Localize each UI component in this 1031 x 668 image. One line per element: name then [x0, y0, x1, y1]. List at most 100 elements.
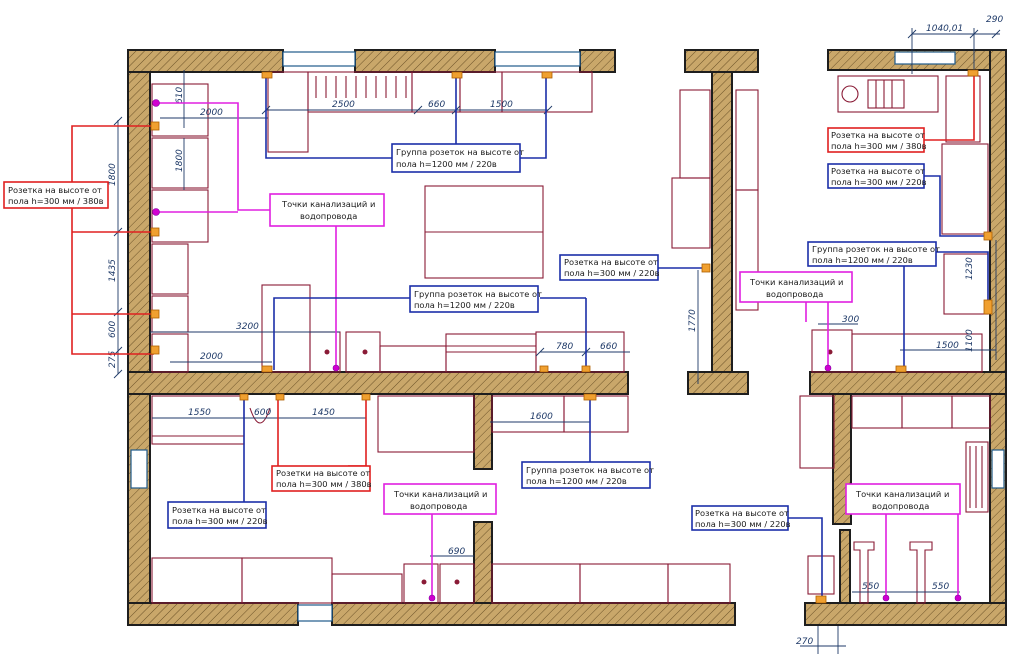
socket-icon [150, 345, 160, 355]
low-unit-a [151, 395, 245, 445]
svg-text:водопровода: водопровода [300, 211, 357, 221]
svg-text:водопровода: водопровода [410, 501, 467, 511]
svg-text:Группа розеток на высоте от: Группа розеток на высоте от [396, 147, 524, 157]
dim-780: 780 [556, 342, 573, 352]
wall-right-stub [839, 529, 851, 604]
label-socket-380-left: Розетка на высоте от пола h=300 мм / 380… [3, 181, 109, 209]
dim-1550: 1550 [188, 408, 211, 418]
drains [152, 99, 962, 602]
svg-text:пола h=300 мм / 380в: пола h=300 мм / 380в [8, 196, 104, 206]
socket-icon [239, 393, 249, 401]
windows [130, 51, 1005, 622]
dim-1230: 1230 [965, 257, 975, 280]
wall-stub-b [473, 521, 493, 604]
dim-550-b: 550 [932, 582, 949, 592]
window-1 [282, 51, 356, 67]
lr-unit-d [951, 395, 991, 429]
svg-text:пола h=1200 мм / 220в: пола h=1200 мм / 220в [414, 300, 515, 310]
furniture-lower [151, 395, 731, 604]
socket-icon [983, 231, 993, 241]
svg-text:пола h=300 мм / 220в: пола h=300 мм / 220в [695, 519, 791, 529]
wall-bottom-a [127, 602, 299, 626]
svg-text:Группа розеток на высоте от: Группа розеток на высоте от [526, 465, 654, 475]
lr-unit-b [851, 395, 903, 429]
socket-icon [150, 121, 160, 131]
socket-icon [451, 71, 463, 79]
dim-1770: 1770 [688, 309, 698, 332]
top-counter-a [267, 71, 309, 153]
label-group-top: Группа розеток на высоте от пола h=1200 … [391, 143, 524, 173]
dim-1800-inner: 1800 [175, 149, 185, 172]
col-unit-b [671, 177, 711, 249]
socket-icon [261, 365, 273, 373]
svg-text:пола h=300 мм / 380в: пола h=300 мм / 380в [831, 141, 927, 151]
drain-icon [152, 99, 160, 107]
socket-icon [361, 393, 371, 401]
svg-text:Розетка на высоте от: Розетка на высоте от [831, 130, 925, 140]
furniture-right [811, 75, 989, 373]
socket-icon [539, 365, 549, 373]
svg-text:пола h=300 мм / 220в: пола h=300 мм / 220в [172, 516, 268, 526]
socket-icon [983, 299, 993, 315]
grill [445, 333, 537, 373]
socket-icon [895, 365, 907, 373]
low-sink-b [439, 563, 475, 604]
socket-icon [150, 309, 160, 319]
svg-text:водопровода: водопровода [766, 289, 823, 299]
wall-right-middle [809, 371, 1007, 395]
lr-rack [965, 441, 989, 513]
window-4 [130, 449, 148, 489]
low-unit-d [563, 395, 629, 433]
drain-icon [428, 594, 436, 602]
dim-300: 300 [842, 315, 859, 325]
low-unit-b [377, 395, 475, 453]
low-bottom-a [151, 557, 243, 604]
label-group-lower: Группа розеток на высоте от пола h=1200 … [521, 461, 654, 489]
unit-b [151, 137, 209, 189]
svg-text:Розетка на высоте от: Розетка на высоте от [695, 508, 789, 518]
window-6 [991, 449, 1005, 489]
dim-1500-top: 1500 [490, 100, 513, 110]
label-group-right: Группа розеток на высоте от пола h=1200 … [807, 241, 940, 267]
svg-text:Точки канализаций и: Точки канализаций и [393, 489, 487, 499]
t-leg-b [909, 541, 933, 604]
svg-text:Точки канализаций и: Точки канализаций и [281, 199, 375, 209]
svg-text:Точки канализаций и: Точки канализаций и [749, 277, 843, 287]
dim-610: 610 [175, 87, 185, 104]
socket-icon [275, 393, 285, 401]
dim-1100: 1100 [965, 329, 975, 352]
low-bottom-b [241, 557, 333, 604]
stove-right [837, 75, 939, 113]
furniture-lower-right [799, 395, 991, 604]
wall-stub-a [473, 393, 493, 470]
unit-a [151, 83, 209, 137]
label-socket-380-lower: Розетки на высоте от пола h=300 мм / 380… [271, 465, 372, 492]
dim-275: 275 [108, 351, 118, 368]
right-tall-a [945, 75, 981, 143]
dim-1800-outer: 1800 [108, 163, 118, 186]
furniture-column [671, 89, 759, 311]
label-plumbing-lower: Точки канализаций и водопровода [383, 483, 497, 515]
socket-icon [581, 365, 591, 373]
svg-text:Розетка на высоте от: Розетка на высоте от [8, 185, 102, 195]
col-unit-a [679, 89, 711, 179]
right-counter [851, 333, 983, 373]
dim-1600: 1600 [530, 412, 553, 422]
low-unit-c [491, 395, 565, 433]
dim-2000-bottom: 2000 [200, 352, 223, 362]
window-2 [494, 51, 581, 67]
label-group-mid: Группа розеток на высоте от пола h=1200 … [409, 285, 542, 313]
svg-text:Группа розеток на высоте от: Группа розеток на высоте от [414, 289, 542, 299]
low-bottom-e [579, 563, 669, 604]
lr-unit-c [901, 395, 953, 429]
svg-text:пола h=1200 мм / 220в: пола h=1200 мм / 220в [812, 255, 913, 265]
dim-1450: 1450 [312, 408, 335, 418]
dim-270: 270 [796, 637, 813, 647]
col-unit-d [735, 189, 759, 311]
socket-icon [583, 393, 597, 401]
dim-660-mid: 660 [600, 342, 617, 352]
wall-right [989, 49, 1007, 626]
svg-text:пола h=1200 мм / 220в: пола h=1200 мм / 220в [526, 476, 627, 486]
dim-3200: 3200 [236, 322, 259, 332]
